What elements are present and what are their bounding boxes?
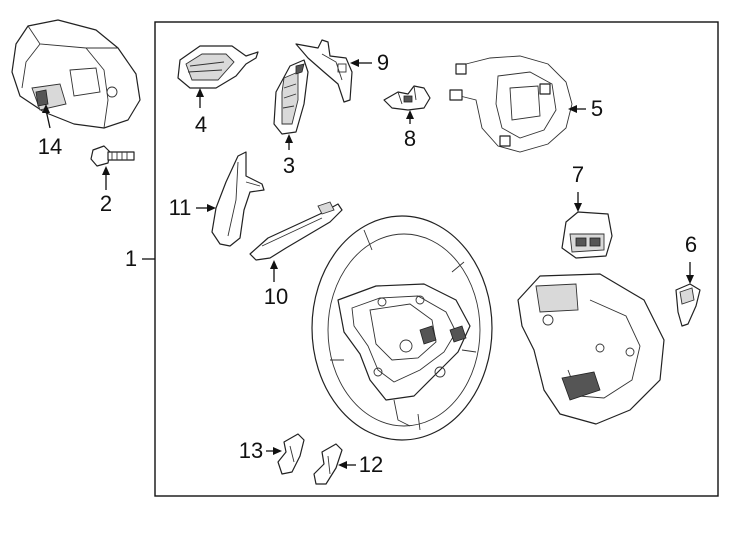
part-11-lower-cover[interactable] [211,151,265,247]
part-2-bolt[interactable] [90,145,135,167]
callout-4: 4 [195,88,207,137]
callout-1: 1 [125,246,155,271]
steering-wheel[interactable] [311,215,493,441]
callout-2: 2 [100,166,112,216]
part-9-trim-bracket[interactable] [295,39,353,103]
callout-11: 11 [169,195,216,220]
part-13-clip[interactable] [277,433,305,475]
callout-3: 3 [283,134,295,178]
callout-9-label: 9 [377,50,389,75]
rear-cover[interactable] [517,273,665,425]
callout-14-label: 14 [38,134,62,159]
part-5-wiring-harness[interactable] [449,55,573,153]
part-12-clip[interactable] [313,443,343,485]
callout-8-label: 8 [404,126,416,151]
callout-6: 6 [685,232,697,284]
callout-12: 12 [338,452,383,477]
callout-10-label: 10 [264,284,288,309]
part-4-switch-cover[interactable] [177,45,259,89]
part-3-switch-bezel[interactable] [273,59,309,135]
part-7-switch[interactable] [561,211,613,259]
callout-4-label: 4 [195,112,207,137]
part-8-bracket[interactable] [383,85,431,111]
callout-10: 10 [264,260,288,309]
callout-8: 8 [404,110,416,151]
callout-6-label: 6 [685,232,697,257]
callout-5-label: 5 [591,96,603,121]
callout-5: 5 [568,96,603,121]
callout-1-label: 1 [125,246,137,271]
callout-13: 13 [239,438,282,463]
callout-9: 9 [350,50,389,75]
callout-7-label: 7 [572,162,584,187]
callout-12-label: 12 [359,452,383,477]
callout-13-label: 13 [239,438,263,463]
callout-3-label: 3 [283,153,295,178]
callout-14: 14 [38,104,62,159]
callout-2-label: 2 [100,191,112,216]
part-6-paddle[interactable] [675,283,701,327]
callout-7: 7 [572,162,584,212]
part-10-trim-strip[interactable] [249,201,343,261]
callout-11-label: 11 [169,195,192,220]
part-14-airbag-module[interactable] [11,19,141,129]
